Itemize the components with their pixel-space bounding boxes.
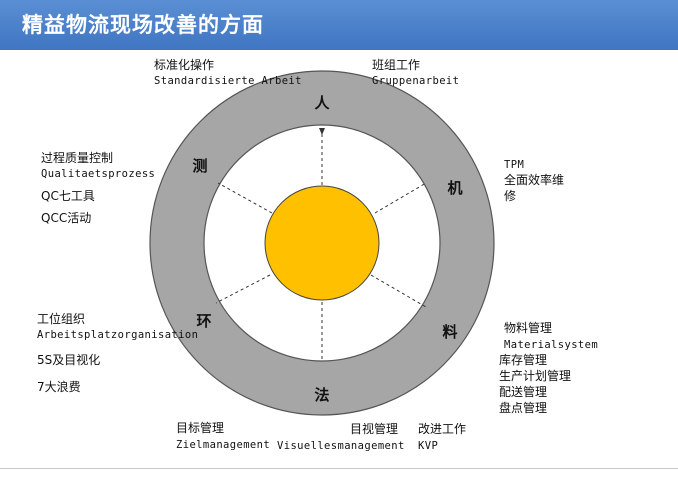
spoke-liao [370, 274, 427, 308]
spoke-lines [215, 128, 427, 359]
spoke-ce [217, 182, 273, 214]
label-kvp-cn: 改进工作 [418, 422, 467, 436]
label-production-planning: 生产计划管理 [499, 369, 572, 383]
ring-label-ren: 人 [314, 94, 330, 112]
label-stocktaking: 盘点管理 [499, 401, 548, 415]
label-material-cn: 物料管理 [504, 321, 553, 335]
label-team-work-de: Gruppenarbeit [372, 75, 460, 87]
center-circle [264, 185, 380, 301]
ring-label-ce: 测 [192, 157, 207, 175]
title-bar: 精益物流现场改善的方面 [0, 0, 678, 50]
label-standardized-work-de: Standardisierte Arbeit [154, 75, 302, 87]
label-visual-mgmt-cn: 目视管理 [350, 422, 399, 436]
label-inventory: 库存管理 [499, 353, 548, 367]
spoke-huan [215, 274, 271, 304]
label-kvp-de: KVP [418, 440, 439, 452]
label-tpm-cn-2: 修 [504, 189, 517, 203]
label-material-de: Materialsystem [504, 339, 599, 351]
label-5s: 5S及目视化 [37, 353, 101, 367]
label-goal-mgmt-cn: 目标管理 [176, 421, 225, 435]
label-tpm: TPM [504, 159, 525, 171]
label-qc-tools: QC七工具 [41, 189, 95, 203]
label-process-quality-de: Qualitaetsprozess [41, 168, 156, 180]
label-process-quality-cn: 过程质量控制 [41, 151, 114, 165]
page-title: 精益物流现场改善的方面 [22, 13, 264, 37]
ring-label-ji: 机 [447, 179, 462, 197]
ring-label-liao: 料 [442, 323, 457, 341]
label-delivery: 配送管理 [499, 385, 548, 399]
label-workplace-org-de: Arbeitsplatzorganisation [37, 329, 199, 341]
footer-divider [0, 468, 678, 469]
label-team-work-cn: 班组工作 [372, 58, 421, 72]
label-visual-mgmt-de: Visuellesmanagement [277, 440, 405, 452]
label-qcc: QCC活动 [41, 211, 92, 225]
label-standardized-work-cn: 标准化操作 [154, 58, 215, 72]
label-7-wastes: 7大浪费 [37, 380, 81, 394]
label-workplace-org-cn: 工位组织 [37, 312, 86, 326]
label-goal-mgmt-de: Zielmanagement [176, 439, 271, 451]
arrowhead [319, 128, 325, 135]
ring-label-huan: 环 [196, 312, 211, 330]
spoke-ji [374, 182, 427, 214]
ring-label-fa: 法 [314, 386, 329, 404]
label-tpm-cn-1: 全面效率维 [504, 173, 565, 187]
